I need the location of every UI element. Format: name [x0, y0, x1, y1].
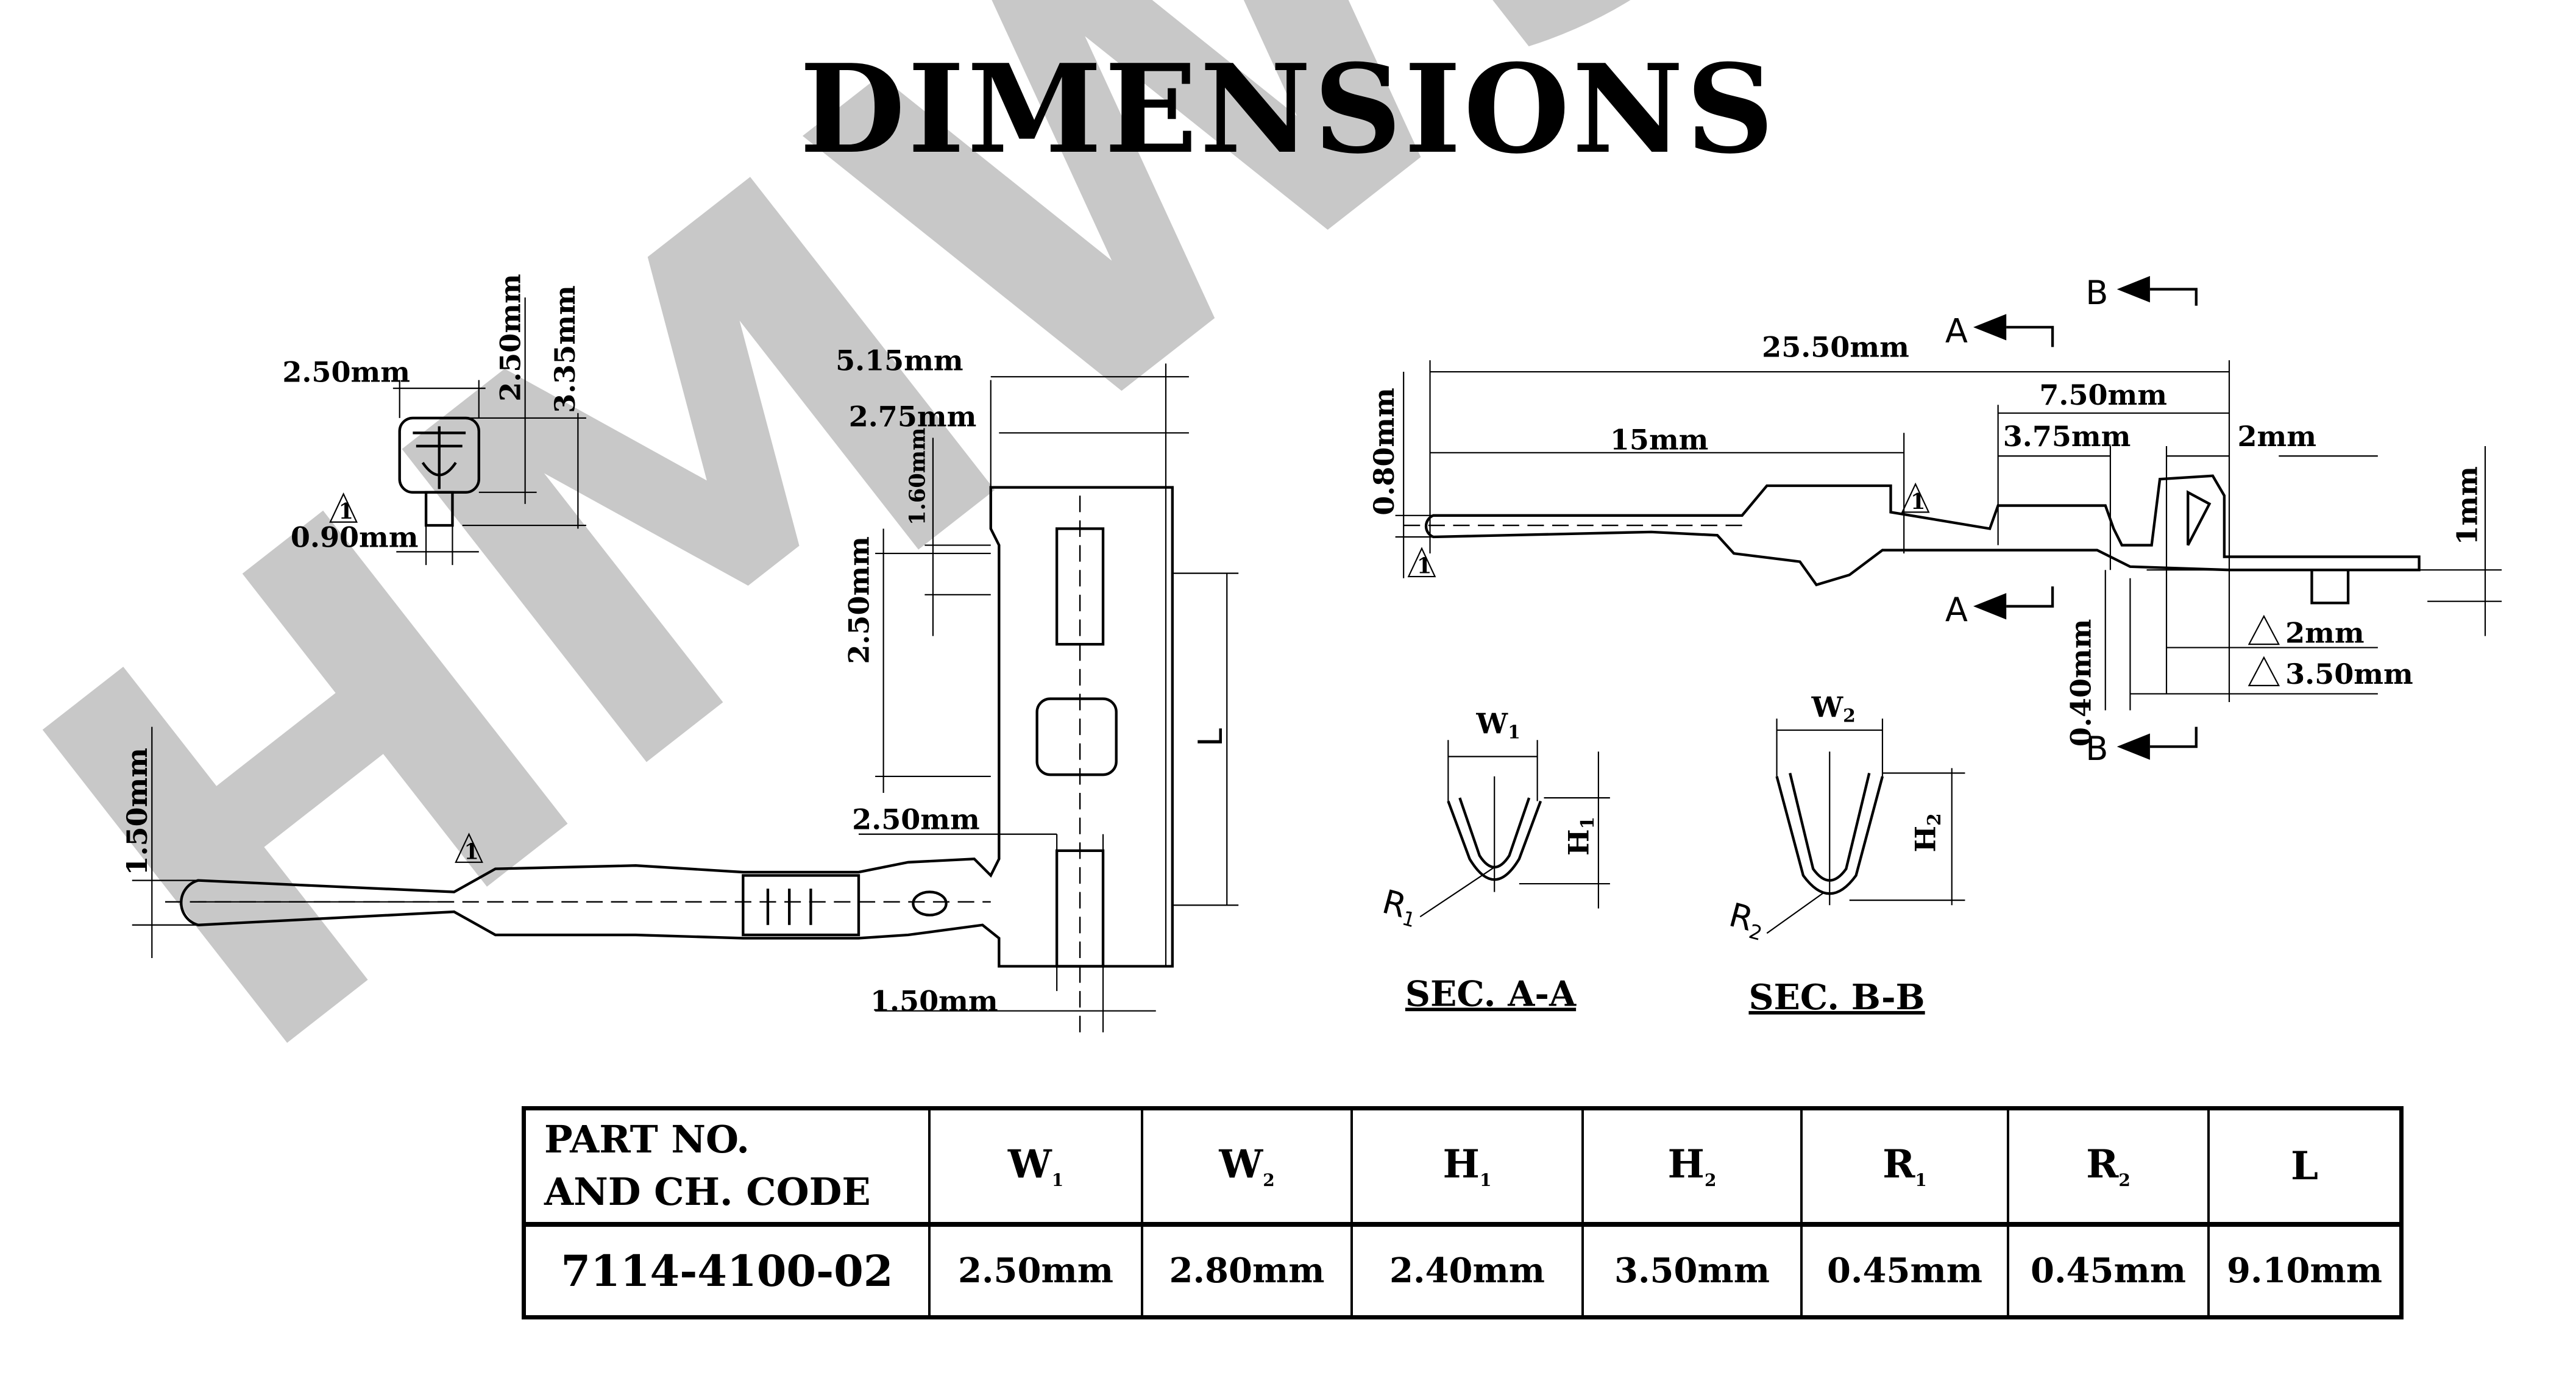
- plan-view: 5.15mm 2.75mm 1.60mm 2.50mm 2.50mm 1.50m…: [121, 344, 1239, 1032]
- value-cell: 3.50mm: [1581, 1223, 1803, 1319]
- contact-length-label: 15mm: [1610, 423, 1709, 456]
- dim-1-60-label: 1.60mm: [905, 428, 930, 525]
- part-no-cell: 7114-4100-02: [522, 1223, 931, 1319]
- spec-table: PART NO. AND CH. CODE W1 W2 H1 H2 R1 R2 L…: [522, 1106, 2404, 1319]
- dim-2-75-label: 2.75mm: [849, 400, 977, 433]
- end-view: 2.50mm 2.50mm 3.35mm 0.90mm 1: [282, 274, 586, 566]
- end-view-width-label: 2.50mm: [282, 355, 410, 388]
- note-triangle-icon: [1407, 482, 1930, 578]
- column-header: H1: [1350, 1107, 1584, 1226]
- svg-text:B: B: [2085, 274, 2108, 312]
- dim-2-50-horizontal-label: 2.50mm: [852, 803, 980, 836]
- column-header: W2: [1141, 1107, 1353, 1226]
- wire-crimp-label: 3.75mm: [2003, 420, 2131, 453]
- section-aa: W1 H1 R1 SEC. A-A: [1377, 707, 1610, 1015]
- section-bb: W2 H2 R2 SEC. B-B: [1724, 690, 1965, 1018]
- h2-label: H2: [1909, 813, 1945, 852]
- section-bb-title: SEC. B-B: [1748, 978, 1925, 1018]
- section-b-marker-bottom: B: [2085, 726, 2198, 768]
- page-title: DIMENSIONS: [799, 38, 1777, 181]
- section-aa-title: SEC. A-A: [1405, 975, 1577, 1015]
- note-marker: 1: [1417, 554, 1432, 579]
- value-cell: 9.10mm: [2207, 1223, 2403, 1319]
- column-header: R2: [2007, 1107, 2210, 1226]
- section-a-marker-top: A: [1945, 311, 2054, 350]
- header-line-1: PART NO.: [544, 1117, 750, 1162]
- side-view: 25.50mm 15mm 7.50mm 3.75mm 2mm 0.80mm 1m…: [1368, 274, 2502, 768]
- note-6-triangle-icon: [2248, 614, 2280, 686]
- note-triangle-icon: [329, 492, 358, 523]
- dim-2-50-vertical-label: 2.50mm: [842, 536, 875, 664]
- end-view-height-label: 2.50mm: [494, 274, 527, 402]
- h1-label: H1: [1563, 817, 1598, 856]
- section-b-marker-top: B: [2085, 274, 2198, 312]
- end-view-overall-height-label: 3.35mm: [548, 285, 581, 413]
- dim-0-40-label: 0.40mm: [2064, 619, 2097, 747]
- svg-text:B: B: [2085, 730, 2108, 768]
- column-header: W1: [928, 1107, 1143, 1226]
- dim-l-label: L: [1191, 728, 1230, 747]
- crimp-length-label: 7.50mm: [2039, 378, 2167, 411]
- w2-label: W2: [1811, 690, 1855, 726]
- svg-text:A: A: [1945, 591, 1968, 629]
- table-header-row: PART NO. AND CH. CODE W1 W2 H1 H2 R1 R2 L: [522, 1107, 2403, 1226]
- dim-5-15-label: 5.15mm: [836, 344, 963, 377]
- note-triangle-icon: [455, 833, 483, 863]
- section-a-marker-bottom: A: [1945, 586, 2054, 629]
- insulation-gap-label: 2mm: [2238, 420, 2316, 453]
- header-line-2: AND CH. CODE: [544, 1170, 871, 1215]
- table-row: 7114-4100-02 2.50mm 2.80mm 2.40mm 3.50mm…: [522, 1223, 2403, 1319]
- thickness-label: 0.80mm: [1368, 388, 1400, 516]
- value-cell: 2.80mm: [1141, 1223, 1353, 1319]
- value-cell: 2.40mm: [1350, 1223, 1584, 1319]
- end-view-pin-width-label: 0.90mm: [291, 520, 419, 553]
- part-no-header: PART NO. AND CH. CODE: [522, 1107, 931, 1226]
- value-cell: 2.50mm: [928, 1223, 1143, 1319]
- w1-label: W1: [1475, 707, 1520, 743]
- note-marker: 1: [1911, 489, 1926, 514]
- dim-1-50-left-label: 1.50mm: [121, 748, 154, 876]
- overall-length-label: 25.50mm: [1762, 331, 1909, 364]
- value-cell: 0.45mm: [2007, 1223, 2210, 1319]
- note-marker: 1: [338, 499, 353, 524]
- column-header: L: [2207, 1107, 2403, 1226]
- r2-label: R2: [1724, 895, 1769, 945]
- note-marker: 1: [464, 839, 479, 864]
- dim-1-50-bottom-label: 1.50mm: [870, 985, 998, 1018]
- dim-2mm-note-label: 2mm: [2285, 616, 2364, 649]
- column-header: R1: [1800, 1107, 2009, 1226]
- tab-height-label: 1mm: [2450, 466, 2483, 545]
- column-header: H2: [1581, 1107, 1803, 1226]
- svg-text:A: A: [1945, 311, 1968, 350]
- value-cell: 0.45mm: [1800, 1223, 2009, 1319]
- dim-3-50-note-label: 3.50mm: [2285, 658, 2413, 690]
- r1-label: R1: [1377, 882, 1422, 932]
